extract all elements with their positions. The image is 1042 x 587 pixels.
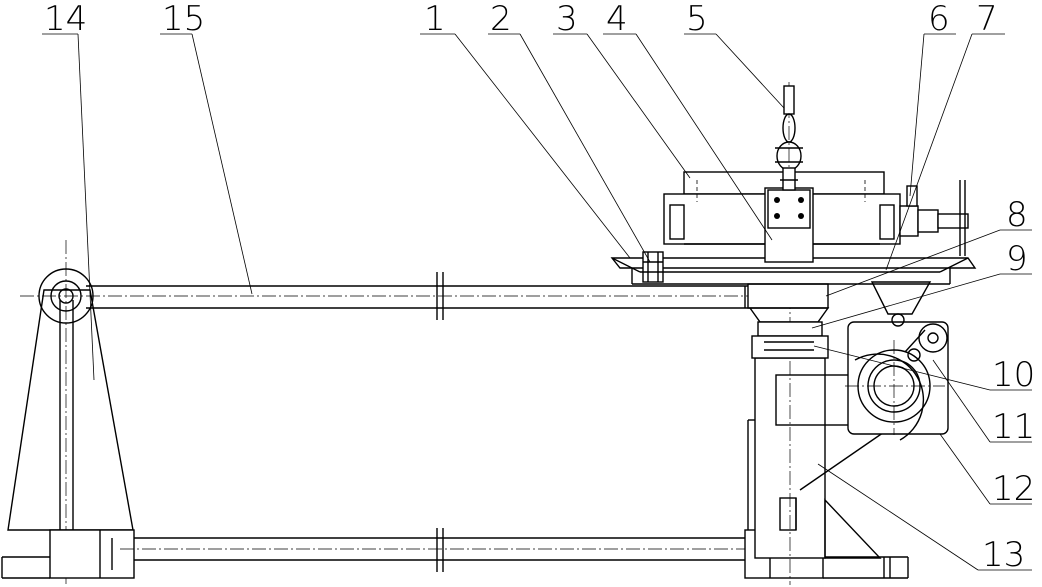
label-part-3: 3 [556,0,578,39]
label-part-15: 15 [162,0,205,39]
label-part-5: 5 [686,0,708,39]
label-part-9: 9 [1006,239,1028,279]
lifting-hook [775,82,803,192]
part-number-labels: 1 2 3 4 5 6 7 8 9 10 11 12 13 14 15 [44,0,1035,575]
turntable-support [747,281,932,359]
label-part-6: 6 [928,0,950,39]
main-body [747,295,891,585]
label-part-12: 12 [992,469,1035,509]
gear-housing [845,321,949,441]
label-part-13: 13 [982,535,1025,575]
leader-lines [42,33,1032,571]
label-part-1: 1 [424,0,446,39]
label-part-4: 4 [606,0,628,39]
label-part-8: 8 [1006,195,1028,235]
label-part-7: 7 [976,0,998,39]
upper-beam [20,272,760,320]
clamp-bolt [642,251,664,283]
label-part-14: 14 [44,0,87,39]
vise [663,171,969,263]
label-part-11: 11 [992,407,1035,447]
label-part-2: 2 [490,0,512,39]
label-part-10: 10 [992,355,1035,395]
